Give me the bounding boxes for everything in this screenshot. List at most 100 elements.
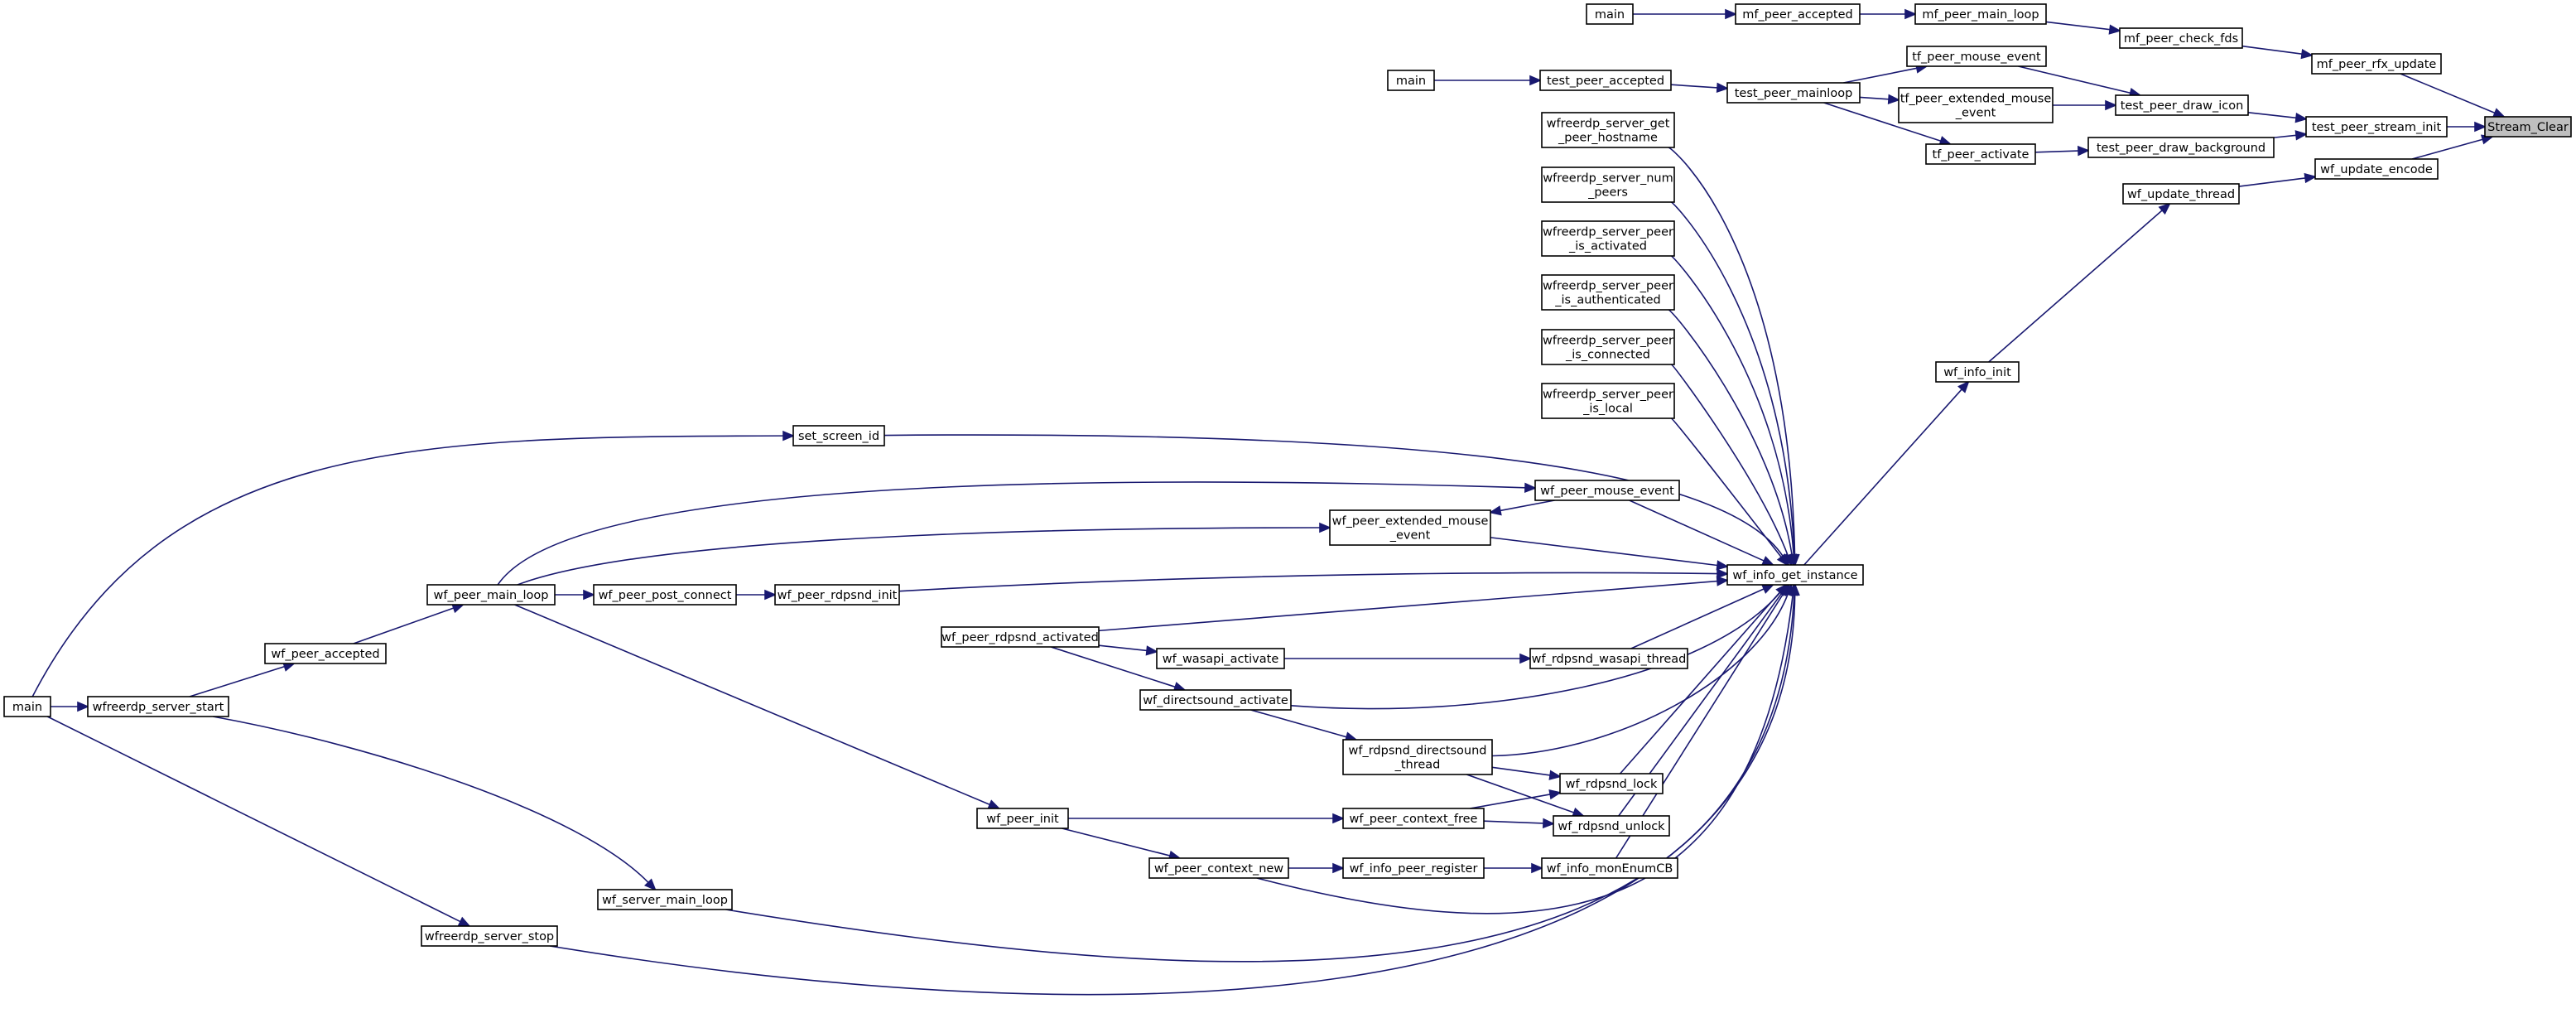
node-wf-peer-post-connect[interactable]: wf_peer_post_connect <box>593 584 737 606</box>
node-wf-wasapi-activate[interactable]: wf_wasapi_activate <box>1156 648 1285 669</box>
node-box[interactable] <box>1735 3 1861 25</box>
node-box[interactable] <box>1342 808 1485 829</box>
node-wf-info-init[interactable]: wf_info_init <box>1935 361 2020 383</box>
node-box[interactable] <box>1156 648 1285 669</box>
node-wf-update-thread[interactable]: wf_update_thread <box>2122 183 2240 205</box>
node-mf-peer-main-loop[interactable]: mf_peer_main_loop <box>1914 3 2047 25</box>
node-wf-peer-mouse-event[interactable]: wf_peer_mouse_event <box>1534 480 1680 501</box>
node-box[interactable] <box>2305 116 2448 138</box>
node-mf-peer-accepted[interactable]: mf_peer_accepted <box>1735 3 1861 25</box>
node-main-wf[interactable]: main <box>3 696 51 717</box>
node-box[interactable] <box>1553 815 1670 837</box>
node-box[interactable] <box>1586 3 1634 25</box>
node-box[interactable] <box>1726 82 1861 104</box>
node-tf-peer-extended-mouse-event[interactable]: tf_peer_extended_mouse_event <box>1898 87 2054 123</box>
node-box[interactable] <box>1342 857 1485 879</box>
node-box[interactable] <box>1906 46 2047 67</box>
node-wfreerdp-server-start[interactable]: wfreerdp_server_start <box>87 696 229 717</box>
node-box[interactable] <box>1559 773 1664 794</box>
node-box[interactable] <box>426 584 556 606</box>
node-wf-peer-rdpsnd-activated[interactable]: wf_peer_rdpsnd_activated <box>941 626 1100 648</box>
node-wf-peer-rdpsnd-init[interactable]: wf_peer_rdpsnd_init <box>774 584 900 606</box>
node-box[interactable] <box>1534 480 1680 501</box>
node-box[interactable] <box>3 696 51 717</box>
node-box[interactable] <box>2314 158 2439 180</box>
arrowhead-icon <box>1761 556 1775 566</box>
node-wf-peer-extended-mouse-event[interactable]: wf_peer_extended_mouse_event <box>1329 509 1491 546</box>
node-test-peer-draw-background[interactable]: test_peer_draw_background <box>2087 137 2275 158</box>
node-box[interactable] <box>1541 857 1678 879</box>
node-box[interactable] <box>1935 361 2020 383</box>
edge-wf-peer-extended-mouse-event-to-wf-info-get-instance <box>1490 537 1730 571</box>
node-box[interactable] <box>976 808 1069 829</box>
node-box[interactable] <box>1387 70 1435 91</box>
node-wf-server-main-loop[interactable]: wf_server_main_loop <box>597 889 733 910</box>
node-box[interactable] <box>87 696 229 717</box>
node-mf-peer-check-fds[interactable]: mf_peer_check_fds <box>2119 27 2243 49</box>
node-box[interactable] <box>2115 94 2249 116</box>
node-wfreerdp-server-get-peer-hostname[interactable]: wfreerdp_server_get_peer_hostname <box>1541 112 1675 148</box>
node-box[interactable] <box>421 925 558 947</box>
node-box[interactable] <box>264 643 387 664</box>
node-wf-peer-context-free[interactable]: wf_peer_context_free <box>1342 808 1485 829</box>
node-box[interactable] <box>1139 689 1292 711</box>
node-test-peer-stream-init[interactable]: test_peer_stream_init <box>2305 116 2448 138</box>
node-box[interactable] <box>1329 509 1491 546</box>
node-wfreerdp-server-peer-is-local[interactable]: wfreerdp_server_peer_is_local <box>1541 383 1675 419</box>
node-wf-peer-main-loop[interactable]: wf_peer_main_loop <box>426 584 556 606</box>
node-wf-rdpsnd-unlock[interactable]: wf_rdpsnd_unlock <box>1553 815 1670 837</box>
node-wf-peer-init[interactable]: wf_peer_init <box>976 808 1069 829</box>
node-test-peer-accepted[interactable]: test_peer_accepted <box>1539 70 1672 91</box>
node-box[interactable] <box>1342 739 1493 775</box>
node-box[interactable] <box>1925 143 2036 165</box>
node-main-test[interactable]: main <box>1387 70 1435 91</box>
node-box[interactable] <box>593 584 737 606</box>
node-box[interactable] <box>1148 857 1289 879</box>
node-wf-info-get-instance[interactable]: wf_info_get_instance <box>1726 564 1864 586</box>
node-set-screen-id[interactable]: set_screen_id <box>792 425 885 446</box>
node-box[interactable] <box>1541 274 1675 311</box>
node-box[interactable] <box>1541 329 1675 365</box>
node-stream-clear[interactable]: Stream_Clear <box>2484 116 2572 138</box>
node-box[interactable] <box>792 425 885 446</box>
node-wf-info-peer-register[interactable]: wf_info_peer_register <box>1342 857 1485 879</box>
node-wfreerdp-server-peer-is-activated[interactable]: wfreerdp_server_peer_is_activated <box>1541 220 1675 257</box>
node-box[interactable] <box>2087 137 2275 158</box>
node-wf-peer-accepted[interactable]: wf_peer_accepted <box>264 643 387 664</box>
node-box[interactable] <box>1541 383 1675 419</box>
node-wf-directsound-activate[interactable]: wf_directsound_activate <box>1139 689 1292 711</box>
node-wfreerdp-server-peer-is-authenticated[interactable]: wfreerdp_server_peer_is_authenticated <box>1541 274 1675 311</box>
node-box[interactable] <box>2122 183 2240 205</box>
node-wfreerdp-server-peer-is-connected[interactable]: wfreerdp_server_peer_is_connected <box>1541 329 1675 365</box>
node-box[interactable] <box>1898 87 2054 123</box>
node-box[interactable] <box>2484 116 2572 138</box>
node-box[interactable] <box>1541 166 1675 203</box>
node-test-peer-draw-icon[interactable]: test_peer_draw_icon <box>2115 94 2249 116</box>
node-box[interactable] <box>774 584 900 606</box>
node-tf-peer-activate[interactable]: tf_peer_activate <box>1925 143 2036 165</box>
node-box[interactable] <box>1541 112 1675 148</box>
node-wfreerdp-server-stop[interactable]: wfreerdp_server_stop <box>421 925 558 947</box>
node-wf-peer-context-new[interactable]: wf_peer_context_new <box>1148 857 1289 879</box>
node-box[interactable] <box>597 889 733 910</box>
node-box[interactable] <box>2311 53 2442 75</box>
node-wf-rdpsnd-directsound-thread[interactable]: wf_rdpsnd_directsound_thread <box>1342 739 1493 775</box>
node-mf-peer-rfx-update[interactable]: mf_peer_rfx_update <box>2311 53 2442 75</box>
node-tf-peer-mouse-event[interactable]: tf_peer_mouse_event <box>1906 46 2047 67</box>
node-box[interactable] <box>1529 648 1688 669</box>
node-main-mf[interactable]: main <box>1586 3 1634 25</box>
node-wfreerdp-server-num-peers[interactable]: wfreerdp_server_num_peers <box>1541 166 1675 203</box>
node-label: test_peer_draw_icon <box>2121 99 2244 113</box>
node-label: wf_info_peer_register <box>1350 862 1478 876</box>
node-wf-rdpsnd-lock[interactable]: wf_rdpsnd_lock <box>1559 773 1664 794</box>
node-wf-update-encode[interactable]: wf_update_encode <box>2314 158 2439 180</box>
node-box[interactable] <box>941 626 1100 648</box>
node-box[interactable] <box>1541 220 1675 257</box>
node-box[interactable] <box>2119 27 2243 49</box>
node-wf-info-monenumcb[interactable]: wf_info_monEnumCB <box>1541 857 1678 879</box>
node-box[interactable] <box>1726 564 1864 586</box>
node-box[interactable] <box>1914 3 2047 25</box>
node-wf-rdpsnd-wasapi-thread[interactable]: wf_rdpsnd_wasapi_thread <box>1529 648 1688 669</box>
node-test-peer-mainloop[interactable]: test_peer_mainloop <box>1726 82 1861 104</box>
node-box[interactable] <box>1539 70 1672 91</box>
